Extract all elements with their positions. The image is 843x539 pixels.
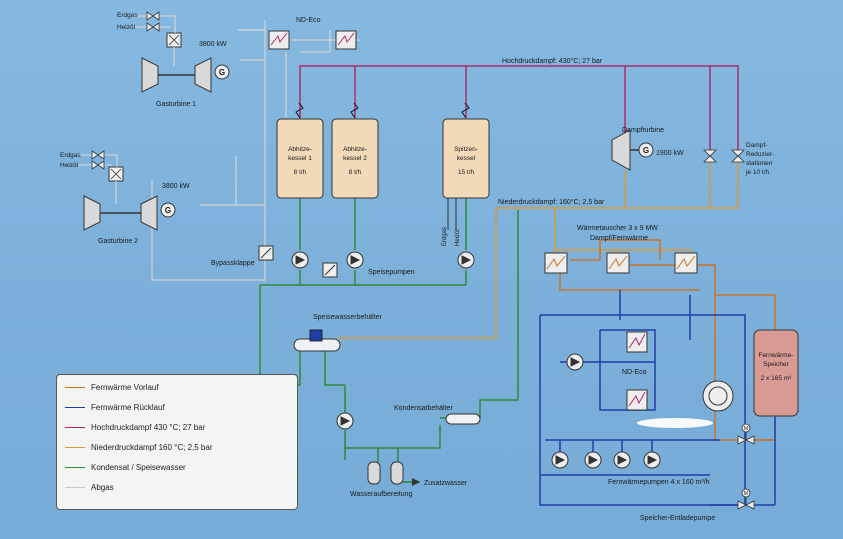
storage-l2: Speicher <box>763 361 789 368</box>
gt2-power: 3800 kW <box>162 183 190 190</box>
motor-2-label: M <box>744 491 748 497</box>
fuel-gas-2: Erdgas <box>60 152 81 159</box>
boiler-1 <box>276 102 324 199</box>
hp-steam-label: Hochdruckdampf: 430°C; 27 bar <box>502 57 603 65</box>
storage-l3: 2 x 165 m³ <box>761 375 793 382</box>
gas-turbine-1: G <box>132 11 230 93</box>
legend-item: Niederdruckdampf 160 °C; 2,5 bar <box>65 443 212 457</box>
lp-steam-lines <box>338 162 739 339</box>
svg-text:G: G <box>219 68 225 77</box>
bypass-dampers <box>258 245 338 278</box>
legend-label: Niederdruckdampf 160 °C; 2,5 bar <box>91 443 213 452</box>
feed-tank-label: Speisewasserbehälter <box>313 314 383 321</box>
legend-swatch <box>65 487 85 489</box>
dh-pumps-label: Fernwärmepumpen 4 x 160 m³/h <box>608 479 710 486</box>
gt1-power: 3800 kW <box>199 41 227 48</box>
fuel-oil-2: Heizöl <box>60 162 79 169</box>
storage-l1: Fernwärme- <box>758 352 793 359</box>
nd-eco-mid-exchangers <box>626 331 648 411</box>
legend-swatch <box>65 387 85 389</box>
condensate-tank <box>445 413 481 425</box>
nd-eco-top: ND-Eco <box>296 17 321 24</box>
boiler1-l1: Abhitze- <box>288 146 312 153</box>
nd-eco-top-exchangers <box>268 30 357 50</box>
legend-swatch <box>65 447 85 449</box>
dh-supply-lines <box>559 239 776 441</box>
bypass-label: Bypassklappe <box>211 260 255 267</box>
legend-item: Kondensat / Speisewasser <box>65 463 186 477</box>
lp-steam-label: Niederdruckdampf: 160°C; 2,5 bar <box>498 198 605 206</box>
peak-boiler <box>442 102 490 230</box>
motor-valves <box>710 416 776 510</box>
pumps <box>291 251 661 469</box>
boiler-2 <box>331 102 379 199</box>
reducer-l1: Dampf- <box>746 142 767 149</box>
reducer-l2: Reduzier- <box>746 151 774 158</box>
condensate-tank-label: Kondensatbehälter <box>394 405 453 412</box>
boiler3-flow: 15 t/h <box>458 169 475 176</box>
gt2-name: Gasturbine 2 <box>98 238 138 245</box>
reducer-l4: je 10 t/h <box>745 169 770 176</box>
feedwater-tank <box>293 329 341 352</box>
steam-turbine-label: Dampfturbine <box>622 127 664 134</box>
feed-pumps-label: Speisepumpen <box>368 269 415 276</box>
legend-label: Kondensat / Speisewasser <box>91 463 186 472</box>
motor-1-label: M <box>744 426 748 432</box>
legend-swatch <box>65 427 85 429</box>
boiler3-fuel-gas: Erdgas <box>442 227 448 246</box>
legend-item: Abgas <box>65 483 114 497</box>
svg-text:G: G <box>165 206 171 215</box>
dh-return-lines <box>539 290 746 506</box>
diagram-labels: Erdgas Heizöl 3800 kW Gasturbine 1 Erdga… <box>60 12 794 522</box>
boiler3-l2: kessel <box>457 155 476 162</box>
steam-turbine: G <box>611 129 654 171</box>
legend: Fernwärme Vorlauf Fernwärme Rücklauf Hoc… <box>56 374 298 510</box>
legend-swatch <box>65 407 85 409</box>
fuel-oil-1: Heizöl <box>117 24 136 31</box>
legend-swatch <box>65 467 85 469</box>
flue-gas-fan <box>702 380 734 412</box>
hx-l1: Wärmetauscher 3 x 9 MW <box>577 225 658 232</box>
st-power: 1900 kW <box>656 150 684 157</box>
legend-label: Fernwärme Vorlauf <box>91 383 159 392</box>
dh-storage-tank <box>753 329 799 417</box>
boiler3-fuel-oil: Heizöl <box>455 229 461 246</box>
legend-item: Fernwärme Vorlauf <box>65 383 159 397</box>
boiler2-l2: kessel 2 <box>343 155 367 162</box>
legend-item: Fernwärme Rücklauf <box>65 403 165 417</box>
svg-text:G: G <box>643 146 649 155</box>
redaction-smudge <box>637 418 713 428</box>
gt1-name: Gasturbine 1 <box>156 101 196 108</box>
boiler1-l2: kessel 1 <box>288 155 312 162</box>
hx-l2: Dampf/Fernwärme <box>590 235 648 242</box>
exhaust-lines <box>151 20 360 281</box>
boiler1-flow: 8 t/h <box>294 169 307 176</box>
reducer-l3: stationen <box>746 160 773 167</box>
legend-label: Hochdruckdampf 430 °C; 27 bar <box>91 423 206 432</box>
boiler2-flow: 8 t/h <box>349 169 362 176</box>
water-treatment <box>367 461 420 486</box>
discharge-pump-label: Speicher-Entladepumpe <box>640 515 715 522</box>
heat-exchangers-dh <box>544 252 698 274</box>
legend-label: Fernwärme Rücklauf <box>91 403 165 412</box>
boiler3-l1: Spitzen- <box>454 146 478 153</box>
boiler2-l1: Abhitze- <box>343 146 367 153</box>
gas-turbine-2: G <box>78 150 176 231</box>
reducer-valves <box>703 149 745 163</box>
legend-label: Abgas <box>91 483 114 492</box>
fuel-gas-1: Erdgas <box>117 12 138 19</box>
water-treatment-label: Wasseraufbereitung <box>350 491 412 498</box>
makeup-water-label: Zusatzwasser <box>424 480 468 487</box>
legend-item: Hochdruckdampf 430 °C; 27 bar <box>65 423 205 437</box>
nd-eco-mid: ND-Eco <box>622 369 647 376</box>
